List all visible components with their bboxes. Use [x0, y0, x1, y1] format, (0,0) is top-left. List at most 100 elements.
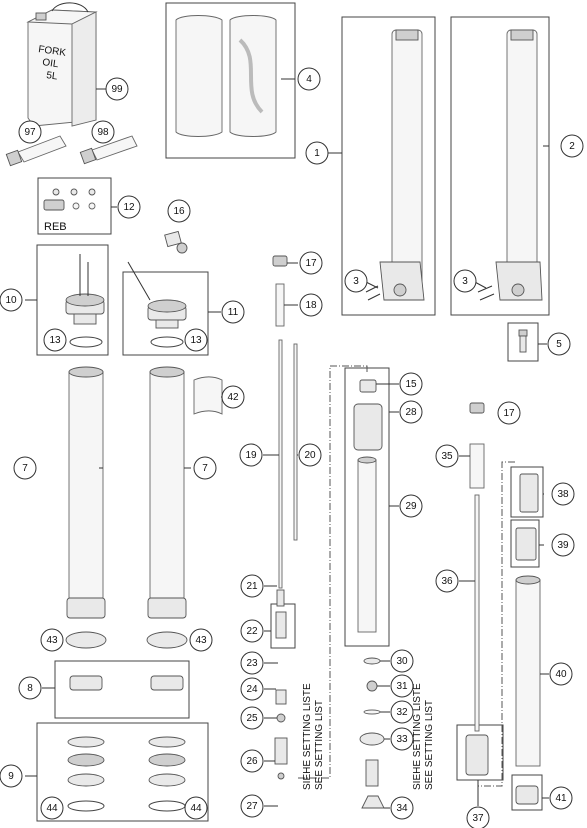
callout-circle [240, 706, 264, 730]
frame-fork-guards [165, 2, 296, 159]
callout-number: 3 [353, 276, 359, 287]
callout-c8: 8 [18, 676, 42, 700]
callout-c2: 2 [560, 134, 584, 158]
callout-circle [18, 676, 42, 700]
callout-circle [549, 786, 573, 810]
callout-c13a: 13 [43, 328, 67, 352]
callout-circle [435, 444, 459, 468]
callout-c15: 15 [399, 372, 423, 396]
callout-c42: 42 [221, 385, 245, 409]
callout-number: 26 [246, 756, 258, 767]
callout-circle [221, 300, 245, 324]
callout-number: 7 [22, 463, 28, 474]
screw-cap-left-icon [65, 254, 105, 348]
callout-number: 1 [314, 148, 320, 159]
callout-circle [344, 269, 368, 293]
callout-circle [399, 372, 423, 396]
frame-spring-38 [510, 466, 544, 518]
callout-circle [105, 77, 129, 101]
callout-circle [240, 651, 264, 675]
inner-tube-left-icon [66, 366, 106, 619]
callout-number: 23 [246, 658, 258, 669]
callout-c20: 20 [298, 443, 322, 467]
callout-circle [390, 649, 414, 673]
callout-number: 18 [305, 300, 317, 311]
seal-set-icon [67, 736, 186, 812]
callout-c33: 33 [390, 727, 414, 751]
callout-number: 5 [556, 339, 562, 350]
callout-c34: 34 [390, 796, 414, 820]
callout-number: 11 [228, 307, 239, 318]
callout-c30: 30 [390, 649, 414, 673]
callout-c44a: 44 [40, 796, 64, 820]
callout-number: 17 [503, 408, 515, 419]
callout-number: 33 [396, 734, 408, 745]
link-line-rod [298, 365, 368, 779]
callout-circle [390, 674, 414, 698]
callout-circle [189, 628, 213, 652]
callout-number: 35 [441, 451, 453, 462]
callout-c32: 32 [390, 700, 414, 724]
callout-number: 20 [304, 450, 316, 461]
callout-circle [167, 199, 191, 223]
right-cartridge-icon [465, 402, 541, 805]
callout-circle [240, 677, 264, 701]
callout-c29: 29 [399, 494, 423, 518]
callout-circle [435, 569, 459, 593]
callout-number: 98 [97, 127, 109, 138]
callout-circle [117, 195, 141, 219]
callout-c7a: 7 [13, 456, 37, 480]
callout-circle [497, 401, 521, 425]
setting-note-1-line1: SIEHE SETTING LISTE [302, 683, 313, 790]
callout-circle [390, 796, 414, 820]
frame-outer-tube-left [341, 16, 436, 316]
callout-circle [184, 328, 208, 352]
outer-tube-right-icon [477, 29, 543, 301]
callout-circle [560, 134, 584, 158]
callout-c25: 25 [240, 706, 264, 730]
callout-circle [193, 456, 217, 480]
callout-number: 36 [441, 576, 453, 587]
callout-c36: 36 [435, 569, 459, 593]
callout-c1: 1 [305, 141, 329, 165]
callout-number: 24 [246, 684, 258, 695]
callout-number: 40 [555, 669, 567, 680]
callout-c18: 18 [299, 293, 323, 317]
outer-tube-left-icon [365, 29, 425, 301]
lubricant-tube-icon [79, 135, 138, 165]
frame-base-41 [511, 774, 543, 811]
frame-piston-39 [510, 519, 540, 568]
callout-number: 39 [557, 540, 569, 551]
callout-circle [299, 251, 323, 275]
cartridge-icon [353, 379, 383, 633]
callout-c28: 28 [399, 400, 423, 424]
clamp-screws-icon: REB [43, 188, 96, 233]
callout-circle [221, 385, 245, 409]
callout-number: 3 [462, 276, 468, 287]
callout-circle [551, 533, 575, 557]
grease-tube-icon [5, 135, 67, 167]
setting-note-2-line2: SEE SETTING LIST [424, 700, 435, 790]
callout-circle [239, 443, 263, 467]
callout-circle [297, 67, 321, 91]
frame-screw-cap-right [122, 271, 209, 356]
callout-circle [399, 494, 423, 518]
callout-number: 16 [173, 206, 185, 217]
callout-number: 10 [5, 295, 17, 306]
callout-c13b: 13 [184, 328, 208, 352]
callout-circle [40, 796, 64, 820]
callout-circle [298, 443, 322, 467]
frame-screw-set [507, 322, 539, 362]
callout-circle [18, 120, 42, 144]
callout-number: 2 [569, 141, 575, 152]
callout-c7b: 7 [193, 456, 217, 480]
callout-c3a: 3 [344, 269, 368, 293]
callout-number: 4 [306, 74, 312, 85]
callout-number: 15 [405, 379, 417, 390]
callout-c23: 23 [240, 651, 264, 675]
nut-icon [164, 230, 188, 254]
callout-c10: 10 [0, 288, 23, 312]
callout-number: 41 [555, 793, 567, 804]
callout-number: 22 [246, 626, 258, 637]
